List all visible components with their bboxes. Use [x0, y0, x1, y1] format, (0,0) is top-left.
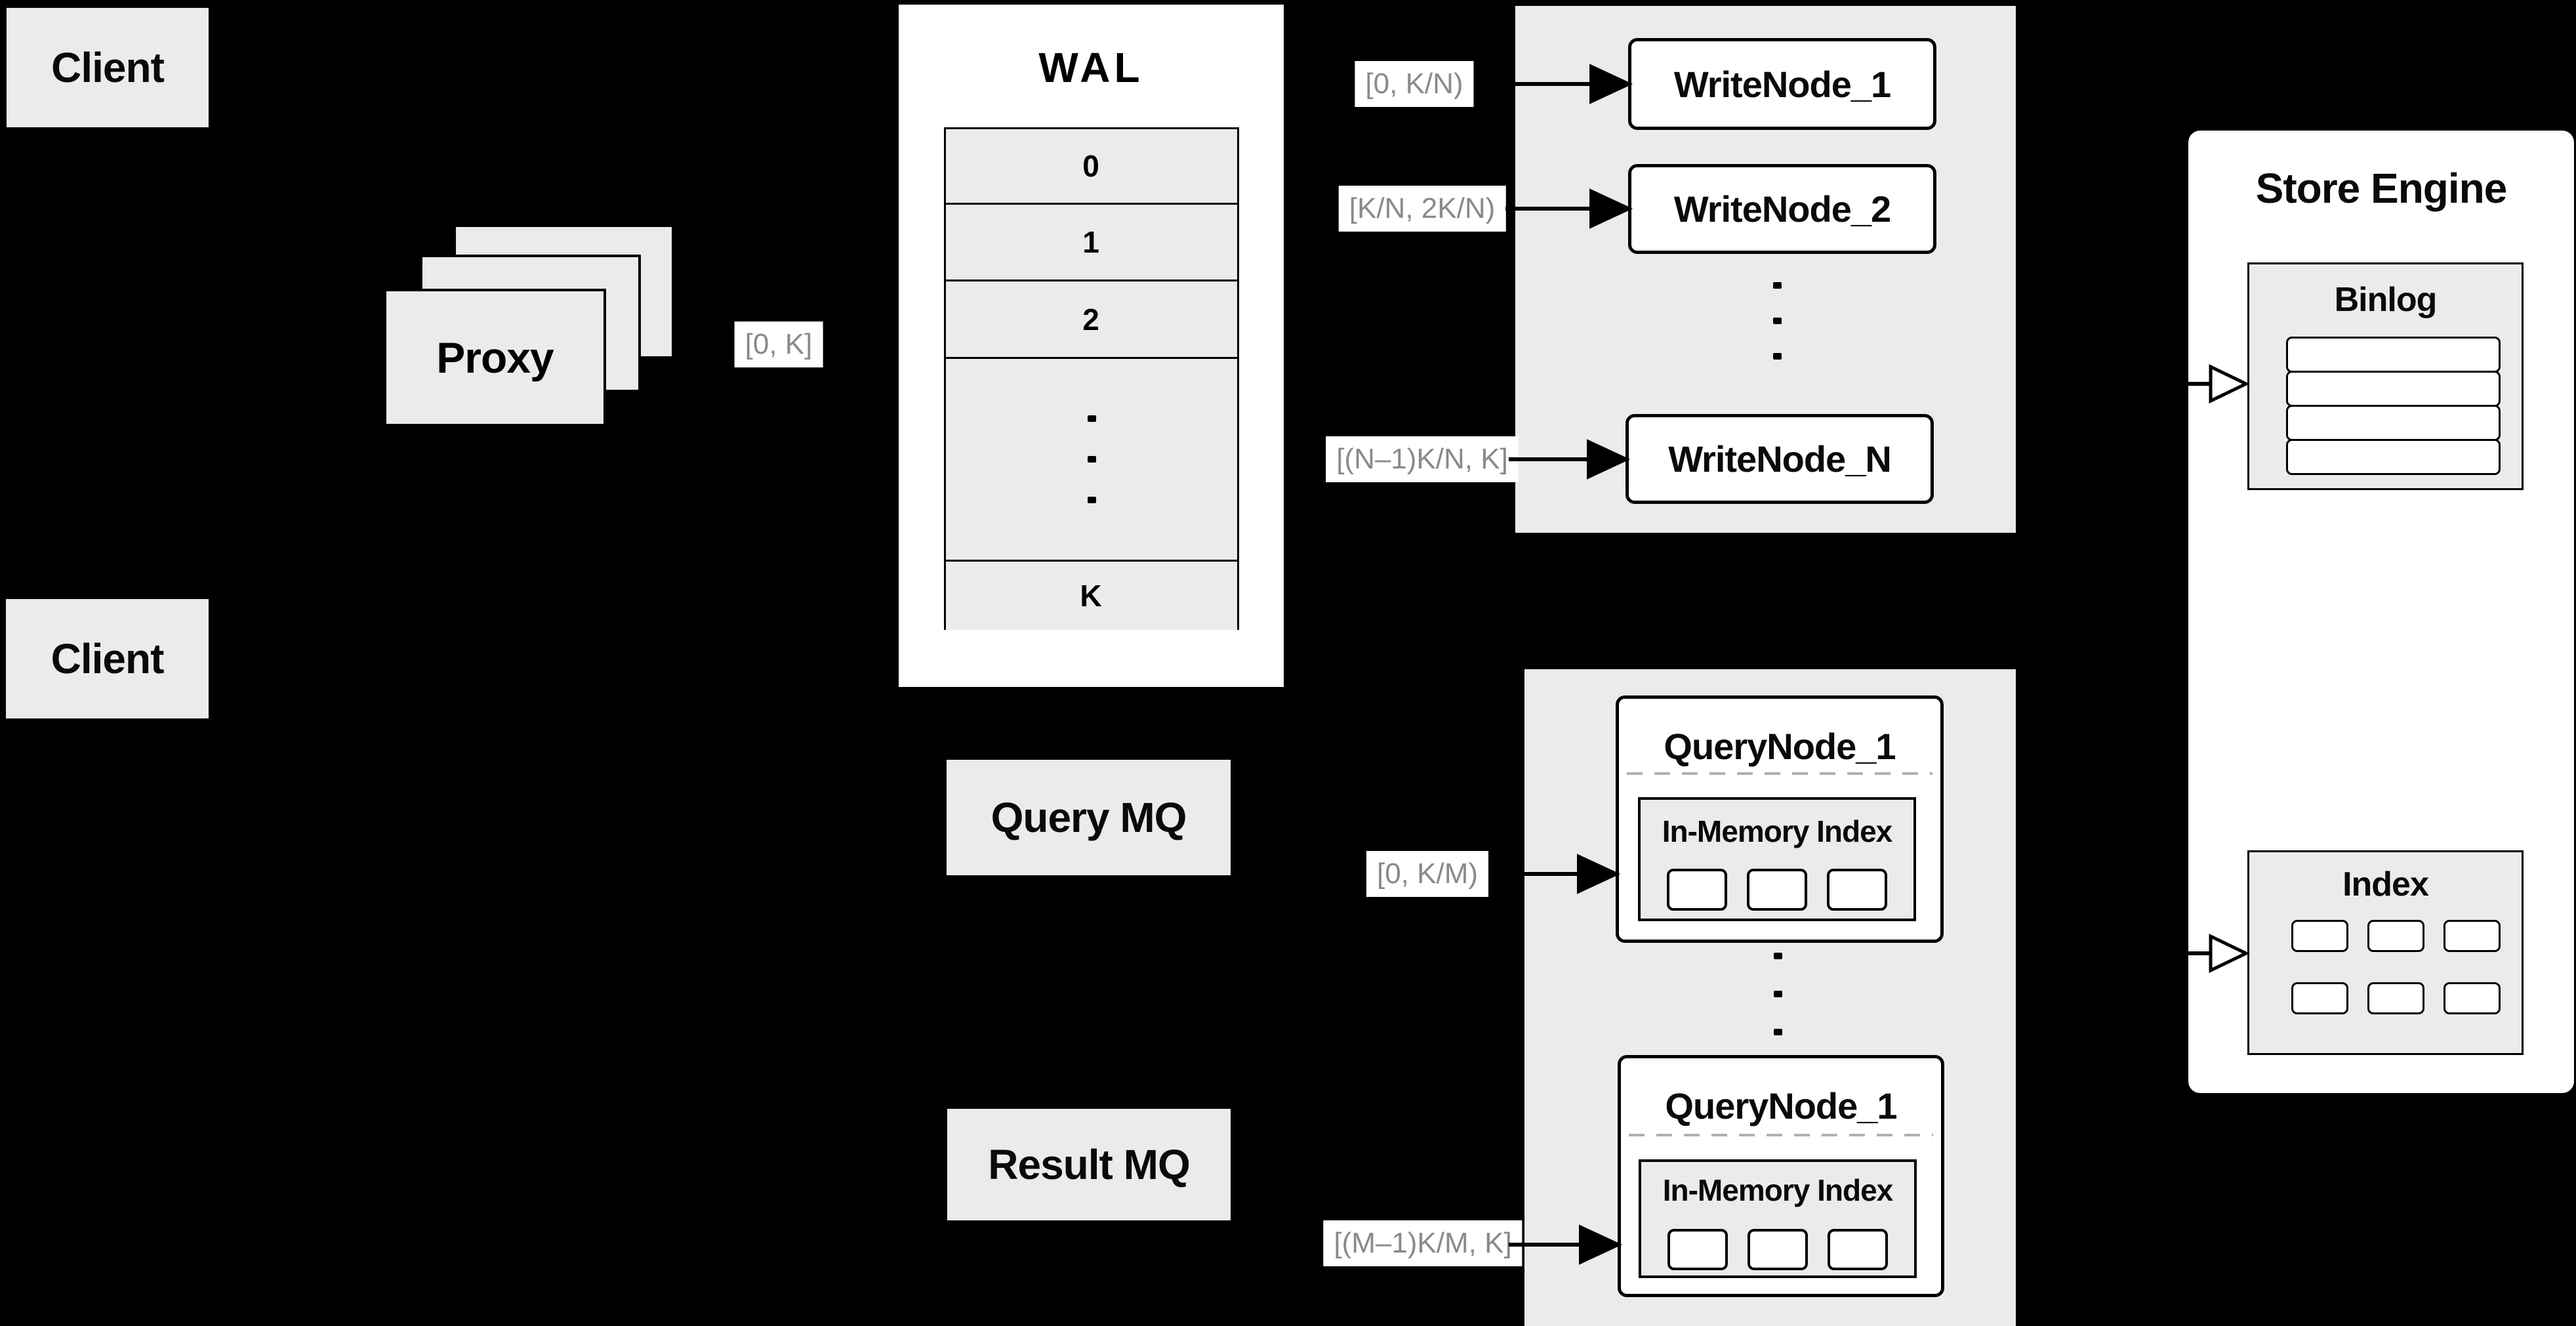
- wal-box: WAL 0 1 2 K: [897, 3, 1286, 689]
- range-label-writenode-n: [(N–1)K/N, K]: [1326, 436, 1519, 482]
- memory-segment: [1747, 869, 1807, 911]
- writenode-n-box: WriteNode_N: [1625, 414, 1934, 504]
- memory-segment: [1748, 1229, 1808, 1270]
- binlog-segments: [2286, 337, 2501, 475]
- index-cell: [2367, 982, 2424, 1014]
- vertical-ellipsis-writenodes: [1773, 282, 1782, 360]
- querynode-top-title: QueryNode_1: [1664, 725, 1896, 767]
- writenode-1-label: WriteNode_1: [1673, 63, 1891, 105]
- client-box-bottom: Client: [6, 599, 209, 718]
- binlog-segment: [2286, 337, 2501, 373]
- wal-table: 0 1 2 K: [944, 127, 1239, 630]
- wal-row-1-label: 1: [1082, 225, 1101, 259]
- wal-row-0: 0: [946, 129, 1237, 205]
- result-mq-label: Result MQ: [988, 1141, 1190, 1188]
- range-label-writenode-1: [0, K/N): [1355, 61, 1474, 107]
- memory-segment: [1667, 869, 1727, 911]
- client-top-label: Client: [51, 44, 165, 91]
- memory-segment: [1827, 869, 1887, 911]
- querynode-bottom-title: QueryNode_1: [1665, 1085, 1897, 1127]
- client-box-top: Client: [7, 8, 209, 127]
- wal-row-k: K: [946, 562, 1237, 630]
- binlog-segment: [2286, 371, 2501, 407]
- binlog-box: Binlog: [2247, 262, 2524, 490]
- binlog-segment: [2286, 405, 2501, 441]
- range-label-proxy-out: [0, K]: [734, 321, 823, 367]
- writenode-2-label: WriteNode_2: [1673, 188, 1891, 230]
- querynode-top-box: QueryNode_1 In-Memory Index: [1616, 695, 1944, 943]
- index-cell: [2291, 920, 2348, 952]
- inmemory-index-title-bottom: In-Memory Index: [1662, 1173, 1894, 1207]
- range-label-querynode-bottom: [(M–1)K/M, K]: [1323, 1220, 1523, 1266]
- memory-segments-bottom: [1641, 1229, 1914, 1270]
- query-mq-label: Query MQ: [991, 794, 1187, 841]
- inmemory-index-box-bottom: In-Memory Index: [1639, 1159, 1917, 1278]
- wal-row-ellipsis: [946, 359, 1237, 562]
- index-title: Index: [2342, 865, 2429, 903]
- index-box: Index: [2247, 850, 2524, 1055]
- writenode-n-label: WriteNode_N: [1668, 438, 1892, 480]
- wal-row-2: 2: [946, 281, 1237, 359]
- index-cell: [2367, 920, 2424, 952]
- vertical-ellipsis-wal: [1087, 415, 1096, 503]
- store-engine-title: Store Engine: [2255, 165, 2508, 212]
- writenode-1-box: WriteNode_1: [1628, 38, 1936, 130]
- client-bottom-label: Client: [51, 635, 165, 682]
- wal-row-2-label: 2: [1082, 302, 1101, 337]
- memory-segments-top: [1641, 869, 1913, 911]
- index-cell: [2443, 982, 2501, 1014]
- wal-title: WAL: [1038, 44, 1144, 91]
- binlog-segment: [2286, 439, 2501, 475]
- memory-segment: [1667, 1229, 1728, 1270]
- index-cell: [2443, 920, 2501, 952]
- memory-segment: [1828, 1229, 1888, 1270]
- proxy-card-front: Proxy: [384, 289, 606, 426]
- inmemory-index-box-top: In-Memory Index: [1638, 797, 1916, 921]
- result-mq-box: Result MQ: [947, 1109, 1231, 1220]
- wal-row-k-label: K: [1080, 579, 1103, 613]
- range-label-querynode-top: [0, K/M): [1366, 851, 1489, 897]
- query-mq-box: Query MQ: [947, 760, 1231, 875]
- store-engine-box: Store Engine Binlog Index: [2188, 131, 2574, 1093]
- querynode-bottom-box: QueryNode_1 In-Memory Index: [1618, 1055, 1944, 1297]
- wal-row-1: 1: [946, 205, 1237, 281]
- range-label-writenode-2: [K/N, 2K/N): [1338, 186, 1506, 232]
- wal-row-0-label: 0: [1082, 149, 1101, 183]
- proxy-label: Proxy: [436, 333, 554, 382]
- inmemory-index-title-top: In-Memory Index: [1662, 814, 1893, 848]
- binlog-title: Binlog: [2334, 281, 2438, 319]
- vertical-ellipsis-querynodes: [1774, 953, 1782, 1035]
- index-cells: [2291, 920, 2501, 1014]
- index-cell: [2291, 982, 2348, 1014]
- writenode-2-box: WriteNode_2: [1628, 164, 1936, 254]
